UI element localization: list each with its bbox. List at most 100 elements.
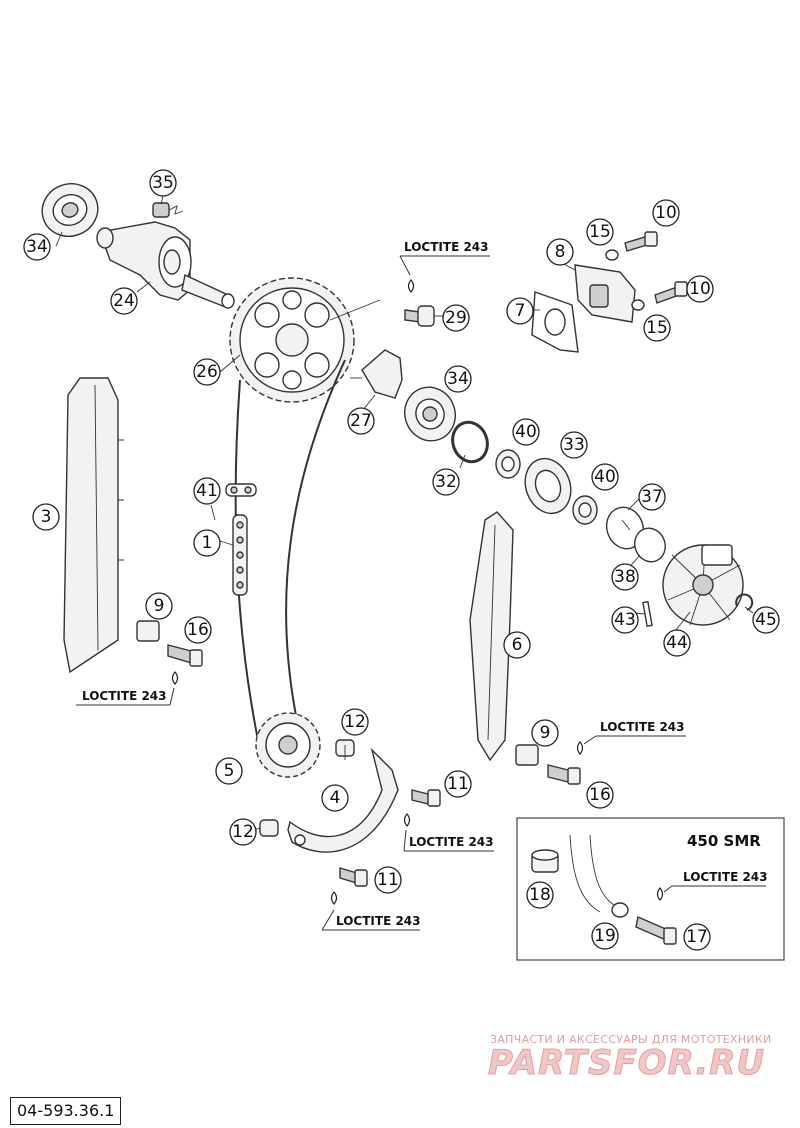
- loctite-label-left: LOCTITE 243: [76, 671, 179, 706]
- callout-15-lower: 15: [643, 314, 671, 342]
- washer-19: [611, 902, 629, 918]
- svg-text:15: 15: [589, 222, 611, 242]
- callout-34-middle: 34: [444, 365, 472, 393]
- callout-15-upper: 15: [586, 218, 614, 246]
- callout-12-lower: 12: [229, 818, 257, 846]
- svg-text:LOCTITE 243: LOCTITE 243: [82, 689, 167, 703]
- timing-chain-loop: [234, 359, 346, 741]
- pin-43: [642, 600, 653, 627]
- callout-32: 32: [432, 468, 460, 496]
- svg-text:45: 45: [755, 610, 777, 630]
- bolt-11-lower: [339, 867, 368, 887]
- nut-35: [152, 202, 184, 218]
- callout-44: 44: [663, 629, 691, 657]
- svg-text:19: 19: [594, 926, 616, 946]
- bushing-9-right: [515, 744, 539, 766]
- svg-text:38: 38: [614, 567, 636, 587]
- washer-15-lower: [631, 299, 645, 311]
- bracket-27: [350, 349, 403, 399]
- svg-text:LOCTITE 243: LOCTITE 243: [600, 720, 685, 734]
- svg-text:27: 27: [350, 411, 372, 431]
- svg-text:4: 4: [330, 788, 341, 808]
- svg-text:29: 29: [445, 308, 467, 328]
- watermark: ЗАПЧАСТИ И АКСЕССУАРЫ ДЛЯ МОТОТЕХНИКИ PA…: [488, 1033, 772, 1084]
- o-ring-32: [451, 420, 489, 464]
- svg-text:11: 11: [377, 870, 399, 890]
- bolt-10-lower: [654, 281, 688, 304]
- callout-33: 33: [560, 431, 588, 459]
- callout-41: 41: [193, 477, 221, 505]
- callout-9-left: 9: [145, 592, 173, 620]
- inset-title: 450 SMR: [687, 832, 761, 850]
- callout-5: 5: [215, 757, 243, 785]
- callout-40-lower: 40: [591, 463, 619, 491]
- svg-text:LOCTITE 243: LOCTITE 243: [404, 240, 489, 254]
- svg-text:35: 35: [152, 173, 174, 193]
- svg-text:8: 8: [555, 242, 566, 262]
- bearing-34-top: [41, 183, 99, 237]
- svg-text:34: 34: [447, 369, 469, 389]
- svg-text:12: 12: [232, 822, 254, 842]
- svg-text:10: 10: [655, 203, 677, 223]
- svg-text:32: 32: [435, 472, 457, 492]
- loctite-label-inset: LOCTITE 243: [656, 870, 768, 901]
- bushing-18: [531, 849, 559, 873]
- callout-19: 19: [591, 922, 619, 950]
- loctite-label-29: LOCTITE 243: [399, 240, 490, 293]
- chain-guide-6: [469, 511, 514, 762]
- bushing-9-left: [136, 620, 160, 642]
- callout-9-right: 9: [531, 719, 559, 747]
- callout-40-upper: 40: [512, 418, 540, 446]
- guide-rail-4: [287, 747, 399, 853]
- svg-text:43: 43: [614, 610, 636, 630]
- svg-text:33: 33: [563, 435, 585, 455]
- seal-40-upper: [495, 449, 521, 479]
- loctite-label-11-upper: LOCTITE 243: [403, 813, 494, 852]
- callout-27: 27: [347, 407, 375, 435]
- svg-text:LOCTITE 243: LOCTITE 243: [409, 835, 494, 849]
- callout-24: 24: [110, 287, 138, 315]
- loctite-label-11-lower: LOCTITE 243: [321, 891, 421, 931]
- loctite-label-right: LOCTITE 243: [576, 720, 686, 755]
- callout-26: 26: [193, 358, 221, 386]
- washer-15-upper: [605, 249, 619, 261]
- svg-text:7: 7: [515, 301, 526, 321]
- svg-text:24: 24: [113, 291, 135, 311]
- callout-18: 18: [526, 881, 554, 909]
- bolt-11-upper: [411, 789, 441, 807]
- svg-text:17: 17: [686, 927, 708, 947]
- impeller-44: [662, 544, 744, 626]
- callout-7: 7: [506, 297, 534, 325]
- svg-text:5: 5: [224, 761, 235, 781]
- svg-text:PARTSFOR.RU: PARTSFOR.RU: [488, 1043, 765, 1083]
- bolt-29: [404, 305, 435, 327]
- callout-16-right: 16: [586, 781, 614, 809]
- callout-10-lower: 10: [686, 275, 714, 303]
- callout-11-lower: 11: [374, 866, 402, 894]
- o-ring-38: [634, 527, 666, 563]
- svg-text:9: 9: [154, 596, 165, 616]
- svg-text:15: 15: [646, 318, 668, 338]
- camshaft-24: [96, 221, 235, 310]
- svg-text:44: 44: [666, 633, 688, 653]
- svg-text:3: 3: [41, 507, 52, 527]
- o-ring-37: [605, 506, 645, 550]
- bearing-34-middle: [404, 386, 456, 442]
- svg-text:LOCTITE 243: LOCTITE 243: [683, 870, 768, 884]
- svg-text:40: 40: [515, 422, 537, 442]
- callout-29: 29: [442, 304, 470, 332]
- svg-text:ЗАПЧАСТИ И АКСЕССУАРЫ ДЛЯ МОТО: ЗАПЧАСТИ И АКСЕССУАРЫ ДЛЯ МОТОТЕХНИКИ: [490, 1033, 772, 1046]
- svg-text:12: 12: [344, 712, 366, 732]
- inset-box-450-smr: [516, 817, 785, 961]
- callout-1: 1: [193, 529, 221, 557]
- callout-45: 45: [752, 606, 780, 634]
- callout-17: 17: [683, 923, 711, 951]
- chain-guide-3: [63, 377, 124, 674]
- callout-37: 37: [638, 483, 666, 511]
- svg-text:16: 16: [187, 620, 209, 640]
- spacer-12-lower: [259, 819, 279, 837]
- chain-segment-1: [232, 514, 248, 596]
- svg-text:26: 26: [196, 362, 218, 382]
- clip-45: [735, 593, 754, 611]
